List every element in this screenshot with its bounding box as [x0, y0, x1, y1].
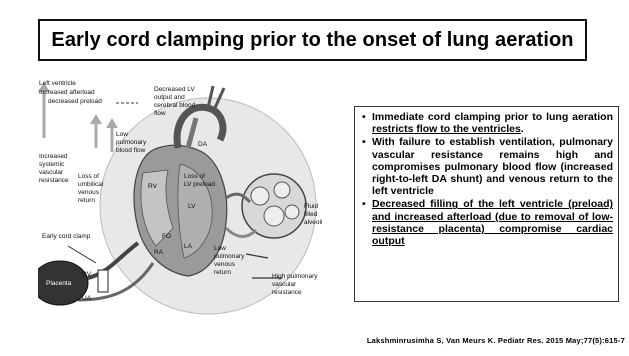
fig-label-loss-umbilical: Loss of — [78, 173, 99, 180]
alveolus — [285, 205, 299, 219]
fig-label-loss-lv: LV preload — [184, 181, 215, 188]
bullet-text: Immediate cord clamping prior to lung ae… — [372, 111, 613, 123]
alveolus — [251, 187, 269, 205]
fig-label-high-pvr: resistance — [272, 289, 302, 296]
bullet-item: With failure to establish ventilation, p… — [362, 136, 613, 197]
fig-label-uv: UV — [82, 271, 92, 278]
summary-bullets-box: Immediate cord clamping prior to lung ae… — [354, 106, 619, 302]
fig-label-high-pvr: vascular — [272, 281, 297, 288]
fig-label-loss-umbilical: venous — [78, 189, 100, 196]
cord-clamp — [98, 270, 108, 292]
fig-label-increased-svr: resistance — [39, 177, 69, 184]
slide-title: Early cord clamping prior to the onset o… — [51, 29, 573, 52]
fig-label-output: output and — [154, 94, 185, 101]
fig-label-increased-svr: Increased — [39, 153, 68, 160]
fig-label-fluid: alveoli — [304, 219, 322, 226]
bullet-list: Immediate cord clamping prior to lung ae… — [362, 111, 613, 247]
fig-label-preload: decreased preload — [48, 98, 102, 105]
fig-label-fluid: Fluid — [304, 203, 318, 210]
arrow-up-icon — [106, 118, 118, 128]
fig-label-low-venous: pulmonary — [214, 253, 245, 260]
fig-label-low-venous: venous — [214, 261, 236, 268]
title-box: Early cord clamping prior to the onset o… — [38, 19, 587, 61]
bullet-text: . — [521, 123, 524, 135]
fig-label-cerebral: cerebral blood — [154, 102, 196, 109]
bullet-text: With failure to establish ventilation, p… — [372, 136, 613, 197]
cord-clamping-diagram: Left ventricle Increased afterload decre… — [38, 78, 328, 320]
fig-label-lv: Left ventricle — [39, 80, 76, 87]
alveolus — [264, 206, 284, 226]
fig-label-loss-umbilical: umbilical — [78, 181, 104, 188]
fig-label-early-clamp: Early cord clamp — [42, 233, 91, 240]
fig-label-low-pulm: pulmonary — [116, 139, 147, 146]
alveolus — [274, 182, 290, 198]
fig-label-low-venous: Low — [214, 245, 226, 252]
fig-label-ra: RA — [154, 249, 164, 256]
fig-label-placenta: Placenta — [46, 280, 72, 287]
citation: Lakshminrusimha S, Van Meurs K. Pediatr … — [367, 336, 625, 345]
arrow-up-icon — [90, 114, 102, 124]
fig-label-decreased-lv: Decreased LV — [154, 86, 195, 93]
bullet-item: Decreased filling of the left ventricle … — [362, 198, 613, 247]
fig-label-ua: UA — [82, 295, 92, 302]
fig-label-la: LA — [184, 243, 193, 250]
fig-label-fo: FO — [162, 233, 171, 240]
fig-label-afterload: Increased afterload — [39, 89, 95, 96]
physiology-figure: Left ventricle Increased afterload decre… — [38, 78, 328, 320]
fig-label-flow: flow — [154, 110, 166, 117]
fig-label-rv: RV — [148, 183, 158, 190]
fig-label-fluid: filled — [304, 211, 318, 218]
fig-label-low-venous: return — [214, 269, 231, 276]
fig-label-da: DA — [198, 141, 208, 148]
fig-label-low-pulm: Low — [116, 131, 128, 138]
pointer-arrow — [68, 246, 96, 263]
fig-label-low-pulm: blood flow — [116, 147, 146, 154]
fig-label-increased-svr: systemic — [39, 161, 65, 168]
fig-label-lv-chamber: LV — [188, 203, 196, 210]
fig-label-loss-umbilical: return — [78, 197, 95, 204]
fig-label-loss-lv: Loss of — [184, 173, 205, 180]
bullet-item: Immediate cord clamping prior to lung ae… — [362, 111, 613, 135]
bullet-underlined-text: restricts flow to the ventricles — [372, 123, 521, 135]
bullet-underlined-text: Decreased filling of the left ventricle … — [372, 198, 613, 247]
fig-label-increased-svr: vascular — [39, 169, 64, 176]
fig-label-high-pvr: High pulmonary — [272, 273, 318, 280]
